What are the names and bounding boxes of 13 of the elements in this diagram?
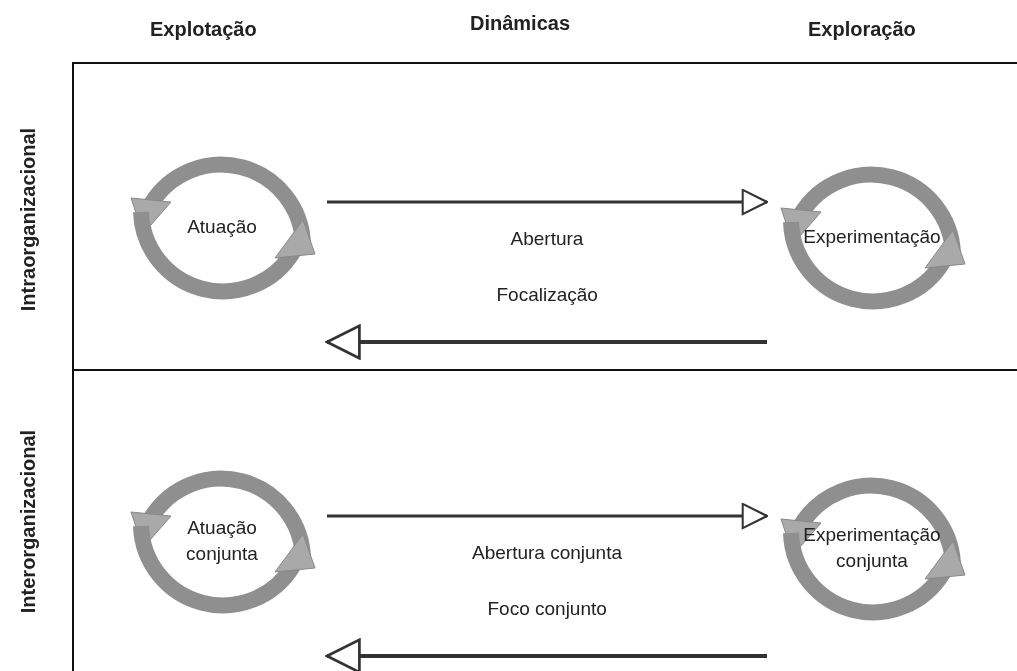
row-heading: Intraorganizacional — [16, 127, 40, 311]
row-heading: Interorganizacional — [16, 429, 40, 613]
column-heading: Dinâmicas — [470, 12, 571, 35]
column-heading: Explotação — [150, 18, 257, 41]
arrow — [325, 638, 767, 671]
node-label: Atuação conjunta — [185, 516, 259, 566]
arrow — [327, 502, 768, 530]
node-label: Experimentação conjunta — [802, 523, 942, 573]
column-heading: Exploração — [808, 18, 916, 41]
arrow — [325, 324, 767, 360]
node-label: Experimentação — [802, 225, 942, 250]
arrow — [327, 188, 768, 216]
node-label: Atuação — [186, 215, 258, 240]
